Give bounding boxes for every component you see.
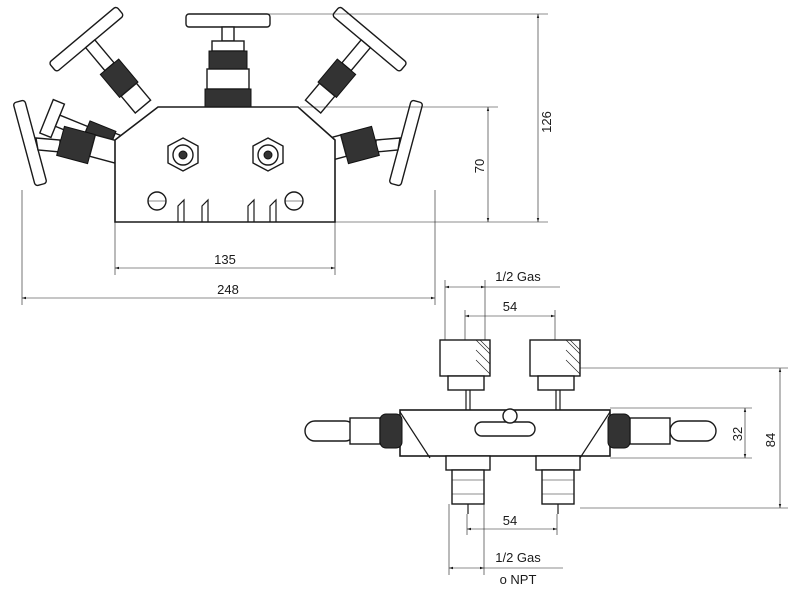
side-valve-left — [304, 411, 431, 459]
dimension-bottom-54: 54 — [466, 513, 558, 535]
front-view: 126 70 135 248 — [13, 6, 554, 305]
svg-text:o NPT: o NPT — [500, 572, 537, 587]
dimension-248: 248 — [21, 190, 436, 305]
bottom-fitting-right — [535, 455, 581, 514]
dimension-bottom-gas: 1/2 Gas o NPT — [448, 504, 563, 587]
svg-text:84: 84 — [763, 433, 778, 447]
valve-right-inner — [304, 6, 407, 114]
valve-left-inner — [49, 6, 152, 114]
dimension-135: 135 — [114, 222, 336, 275]
svg-text:126: 126 — [539, 111, 554, 133]
svg-text:1/2 Gas: 1/2 Gas — [495, 550, 541, 565]
svg-text:54: 54 — [503, 513, 517, 528]
front-ports — [147, 137, 304, 222]
svg-text:248: 248 — [217, 282, 239, 297]
dimension-126: 126 — [230, 13, 554, 223]
bottom-fitting-left — [445, 455, 491, 514]
dimension-70: 70 — [300, 106, 498, 222]
svg-text:32: 32 — [730, 427, 745, 441]
side-valve-right — [579, 411, 717, 459]
dimension-top-gas: 1/2 Gas — [444, 269, 560, 340]
bottom-view: 1/2 Gas 54 32 84 54 — [304, 269, 788, 587]
svg-text:70: 70 — [472, 159, 487, 173]
top-fitting-left — [439, 339, 491, 410]
svg-text:135: 135 — [214, 252, 236, 267]
dimension-84: 84 — [580, 367, 788, 509]
top-fitting-right — [529, 339, 581, 410]
svg-text:54: 54 — [503, 299, 517, 314]
valve-center — [185, 13, 271, 108]
svg-text:1/2 Gas: 1/2 Gas — [495, 269, 541, 284]
dimension-top-54: 54 — [464, 299, 556, 340]
dimension-32: 32 — [610, 407, 752, 459]
valve-left-side — [13, 99, 122, 187]
